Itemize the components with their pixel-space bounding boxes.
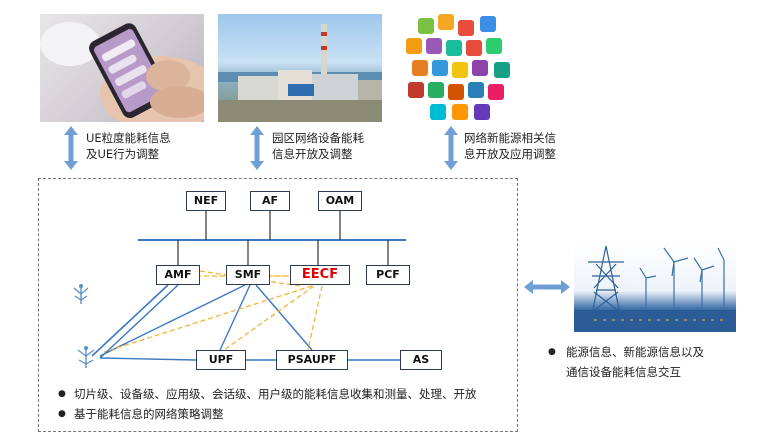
oam-node: OAM	[318, 191, 362, 211]
antenna-icon	[73, 284, 89, 304]
as-node: AS	[400, 350, 442, 370]
energy-info-note: ● 能源信息、新能源信息以及 通信设备能耗信息交互	[548, 342, 704, 382]
bullet-dot: ●	[58, 389, 66, 399]
horizontal-double-arrow-icon	[524, 280, 570, 294]
list-item: ● 能源信息、新能源信息以及	[548, 342, 704, 362]
antenna-icon	[77, 346, 95, 368]
psaupf-node: PSAUPF	[276, 350, 348, 370]
nef-node: NEF	[186, 191, 226, 211]
apps-photo	[400, 12, 518, 124]
amf-node: AMF	[156, 265, 200, 285]
list-item: ● 切片级、设备级、应用级、会话级、用户级的能耗信息收集和测量、处理、开放	[50, 384, 477, 404]
pcf-node: PCF	[366, 265, 410, 285]
caption-ue: UE粒度能耗信息 及UE行为调整	[86, 131, 171, 161]
energy-photo	[574, 240, 736, 332]
upf-node: UPF	[196, 350, 246, 370]
network-architecture-frame	[38, 178, 518, 432]
bullet-dot: ●	[548, 347, 556, 357]
double-arrow-icon	[250, 126, 264, 170]
list-item: ● 基于能耗信息的网络策略调整	[50, 404, 477, 424]
caption-newenergy: 网络新能源相关信 息开放及应用调整	[464, 131, 556, 161]
af-node: AF	[250, 191, 290, 211]
phone-photo	[40, 14, 204, 122]
bullet-dot: ●	[58, 409, 66, 419]
double-arrow-icon	[444, 126, 458, 170]
double-arrow-icon	[64, 126, 78, 170]
plant-photo	[218, 14, 382, 122]
caption-park: 园区网络设备能耗 信息开放及调整	[272, 131, 364, 161]
feature-bullet-list: ● 切片级、设备级、应用级、会话级、用户级的能耗信息收集和测量、处理、开放 ● …	[50, 384, 477, 424]
smf-node: SMF	[226, 265, 270, 285]
eecf-node: EECF	[290, 265, 350, 285]
